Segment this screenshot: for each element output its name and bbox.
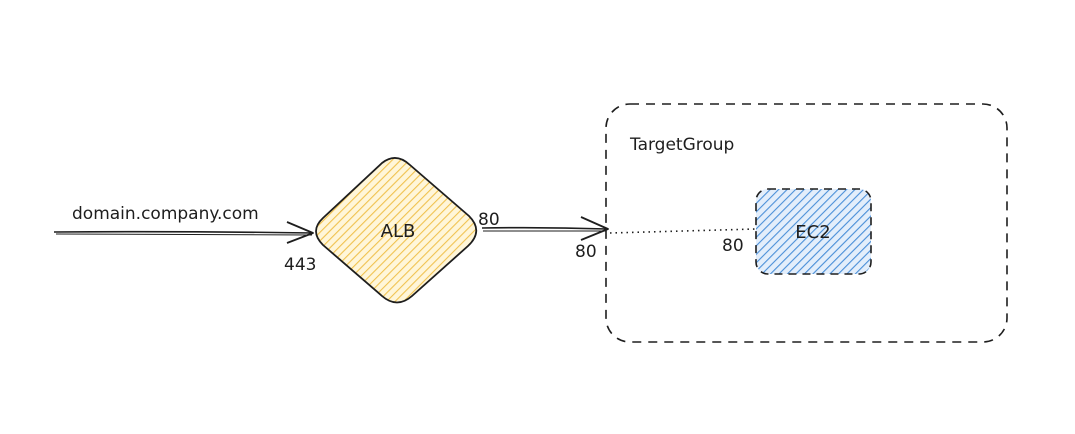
alb-to-targetgroup-arrow xyxy=(481,216,609,241)
targetgroup-container[interactable]: TargetGroup xyxy=(605,103,1008,343)
ec2-node[interactable]: EC2 xyxy=(755,188,872,275)
targetgroup-label: TargetGroup xyxy=(629,135,734,155)
alb-label: ALB xyxy=(381,221,416,242)
alb-node[interactable]: ALB xyxy=(315,157,478,304)
alb-port-in-label: 443 xyxy=(284,255,316,275)
ec2-port-label: 80 xyxy=(722,236,744,256)
ec2-label: EC2 xyxy=(795,222,830,243)
targetgroup-port-label: 80 xyxy=(575,242,597,262)
targetgroup-to-ec2-connector xyxy=(609,228,757,234)
alb-port-out-label: 80 xyxy=(478,210,500,230)
input-label: domain.company.com xyxy=(72,204,259,224)
incoming-arrow xyxy=(53,221,314,244)
